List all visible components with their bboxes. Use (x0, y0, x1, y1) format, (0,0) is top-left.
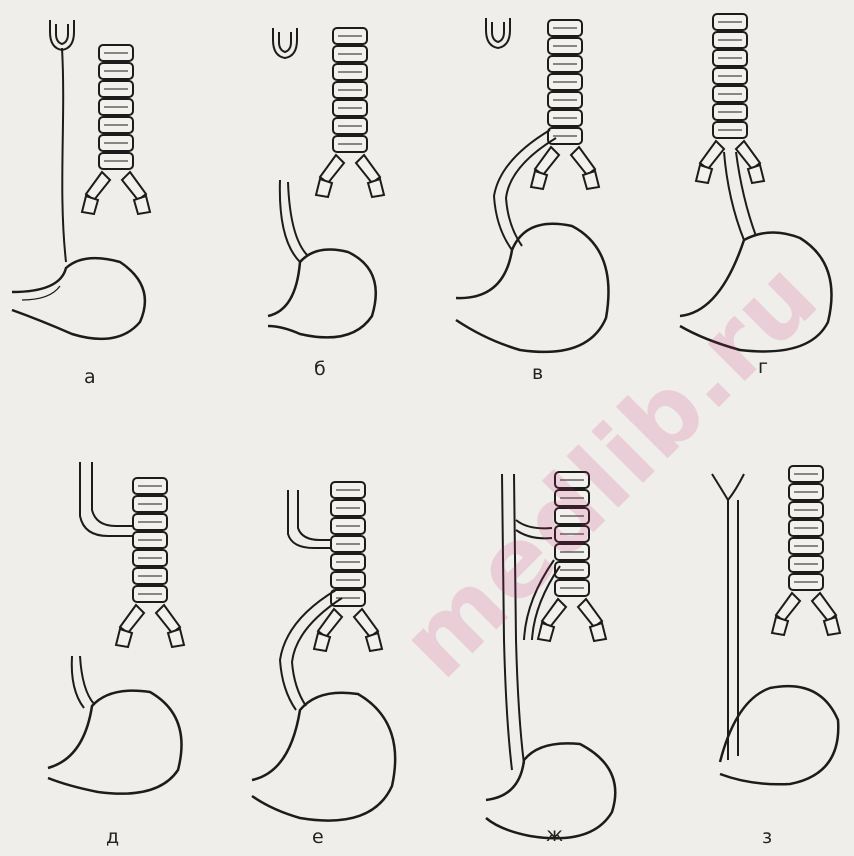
stomach-a (12, 258, 145, 339)
trachea-d (133, 478, 167, 602)
panel-d (48, 462, 184, 794)
trachea-v (548, 20, 582, 144)
trachea-e (331, 482, 365, 606)
panel-g (680, 14, 832, 351)
lower-esophagus-d (72, 656, 94, 708)
lower-esophagus-b (280, 180, 308, 262)
trachea-z (789, 466, 823, 590)
panel-label-g: г (758, 358, 768, 377)
stomach-v (456, 224, 608, 352)
stomach-e (252, 693, 395, 821)
pouch-v (486, 18, 510, 48)
panel-label-zh: ж (546, 826, 563, 845)
bronchi-zh (538, 599, 606, 641)
panel-v (456, 18, 608, 352)
panel-label-b: б (314, 360, 326, 379)
trachea-a (99, 45, 133, 169)
panel-label-a: а (84, 368, 96, 387)
panel-label-e: е (312, 828, 324, 847)
pouch-b (273, 28, 297, 58)
trachea-zh (555, 472, 589, 596)
stomach-d (48, 691, 182, 794)
esophagus-cord-a (62, 48, 66, 262)
bronchi-g (696, 141, 764, 183)
bronchi-v (531, 147, 599, 189)
fistula-z (712, 474, 744, 760)
panel-a (12, 20, 150, 339)
bronchi-a (82, 172, 150, 214)
bronchi-z (772, 593, 840, 635)
bronchi-e (314, 609, 382, 651)
trachea-g (713, 14, 747, 138)
stomach-b (268, 250, 376, 338)
esophagus-zh (502, 474, 524, 770)
panel-zh (486, 472, 615, 838)
panel-e (252, 482, 395, 821)
bronchi-b (316, 155, 384, 197)
pouch-a (50, 20, 74, 50)
trachea-b (333, 28, 367, 152)
panel-label-v: в (532, 364, 543, 383)
panel-b (268, 28, 384, 337)
upper-pouch-fistula-d (80, 462, 140, 536)
panel-z (712, 466, 840, 784)
panel-label-z: з (762, 828, 772, 847)
upper-fistula-zh (516, 520, 552, 538)
bronchi-d (116, 605, 184, 647)
stomach-g (680, 232, 832, 351)
panel-label-d: д (106, 828, 119, 847)
